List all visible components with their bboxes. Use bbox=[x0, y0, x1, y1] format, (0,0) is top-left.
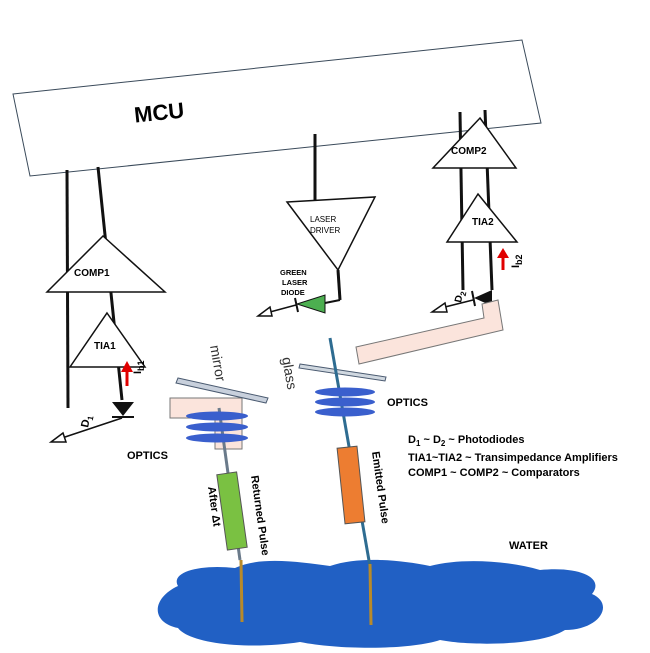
tia1-block bbox=[68, 311, 147, 368]
optics-left-label: OPTICS bbox=[127, 450, 168, 462]
returned-pulse bbox=[216, 471, 248, 551]
d2-ground-line bbox=[444, 299, 474, 308]
legend-line-photodiodes: D1 ~ D2 ~ Photodiodes bbox=[408, 434, 525, 449]
ib2-arrow-head bbox=[497, 248, 509, 258]
wire-laser-to-diode bbox=[336, 269, 342, 301]
d1-ground-arrow bbox=[48, 431, 68, 443]
green-laser-label-3: DIODE bbox=[281, 288, 305, 297]
lens-right-1 bbox=[315, 387, 375, 397]
legend-line-tia: TIA1~TIA2 ~ Transimpedance Amplifiers bbox=[408, 452, 618, 465]
lens-left-2 bbox=[186, 422, 248, 432]
green-laser-wire bbox=[324, 299, 341, 304]
ib1-arrow-head bbox=[121, 361, 133, 372]
d1-ground-line bbox=[61, 417, 123, 439]
light-guide-right bbox=[355, 299, 504, 365]
lens-right-2 bbox=[315, 397, 375, 407]
d1-diode bbox=[112, 402, 134, 416]
tia1-label: TIA1 bbox=[94, 341, 116, 352]
comp1-label: COMP1 bbox=[74, 268, 110, 279]
green-laser-label-2: LASER bbox=[282, 278, 308, 287]
green-laser-ground-arrow bbox=[255, 305, 273, 317]
comp2-block bbox=[431, 116, 518, 169]
legend: D1 ~ D2 ~ Photodiodes TIA1~TIA2 ~ Transi… bbox=[408, 433, 618, 481]
mcu-box bbox=[12, 39, 542, 177]
emitted-beam-shaft bbox=[368, 563, 373, 626]
comp2-label: COMP2 bbox=[451, 146, 487, 157]
d2-ground-arrow bbox=[429, 301, 448, 313]
d2-bar bbox=[471, 290, 476, 307]
mcu-label: MCU bbox=[133, 98, 185, 128]
green-laser-ground-line bbox=[269, 304, 297, 313]
lens-left-3 bbox=[186, 433, 248, 443]
green-laser-bar bbox=[294, 297, 299, 313]
after-dt-label: After Δt bbox=[205, 486, 223, 528]
emitted-pulse bbox=[336, 445, 366, 525]
water-blob bbox=[157, 559, 604, 648]
d1-label: D1 bbox=[79, 413, 95, 429]
mirror-label: mirror bbox=[207, 344, 229, 383]
ib1-label: Ib1 bbox=[132, 360, 146, 374]
d2-label: D2 bbox=[453, 289, 468, 304]
water-label: WATER bbox=[509, 540, 548, 552]
green-laser-label-1: GREEN bbox=[280, 268, 307, 277]
green-laser-diode bbox=[295, 294, 326, 314]
optics-right-label: OPTICS bbox=[387, 397, 428, 409]
laser-driver-label-2: DRIVER bbox=[310, 226, 340, 235]
d2-diode bbox=[474, 290, 492, 306]
ib2-label: Ib2 bbox=[510, 254, 524, 268]
mirror bbox=[175, 377, 269, 404]
lens-left-1 bbox=[186, 411, 248, 421]
tia2-label: TIA2 bbox=[472, 217, 494, 228]
tia2-block bbox=[445, 192, 519, 243]
returned-pulse-label: Returned Pulse bbox=[248, 475, 271, 557]
glass bbox=[298, 363, 387, 382]
lens-right-3 bbox=[315, 407, 375, 417]
comp1-block bbox=[45, 234, 167, 293]
emitted-pulse-label: Emitted Pulse bbox=[369, 451, 391, 525]
glass-label: glass bbox=[279, 356, 300, 391]
returned-beam-shaft bbox=[239, 559, 244, 623]
laser-driver-label-1: LASER bbox=[310, 215, 336, 224]
laser-driver-block bbox=[285, 196, 377, 272]
legend-line-comp: COMP1 ~ COMP2 ~ Comparators bbox=[408, 467, 580, 480]
